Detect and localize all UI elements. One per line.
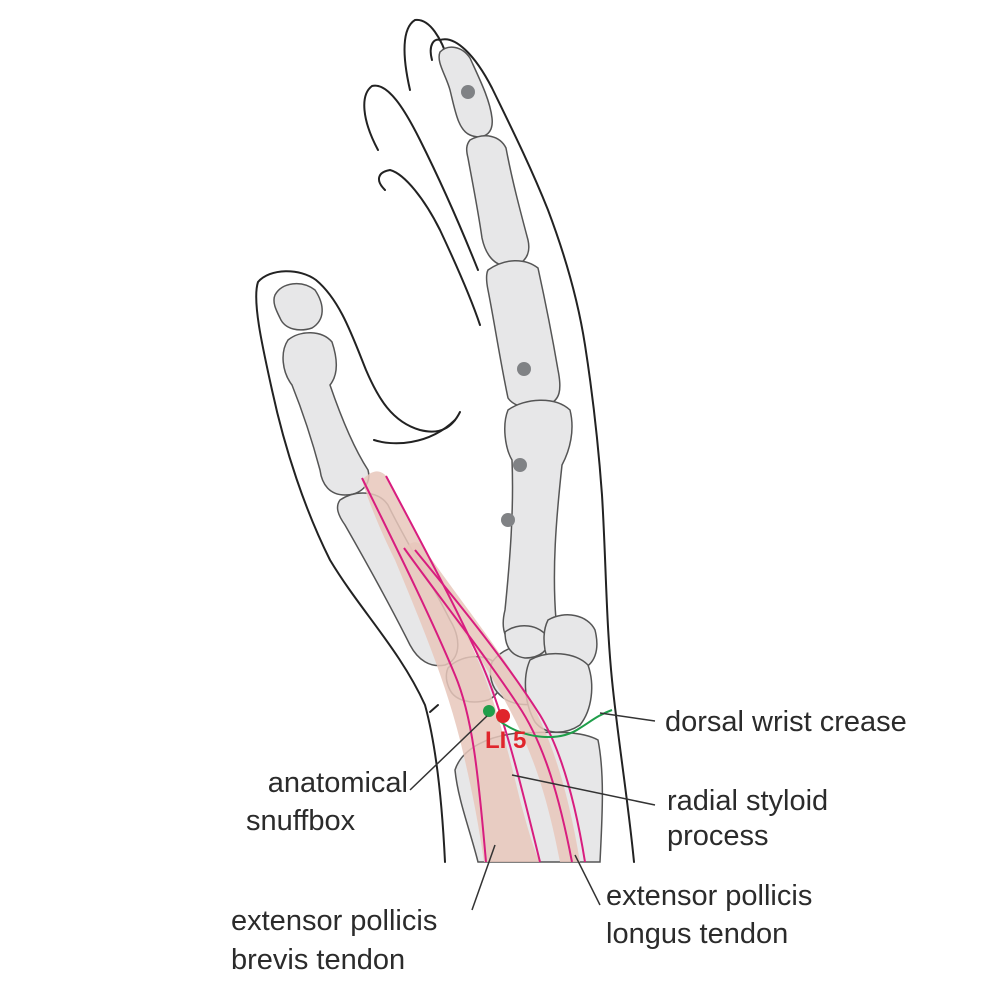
epl-tendon-edge-inner <box>414 549 586 863</box>
dorsal-wrist-crease-line <box>497 709 613 738</box>
anatomical-snuffbox-marker <box>483 705 495 717</box>
index-finger-inner-outline <box>429 38 441 61</box>
leader-radial-styloid <box>511 774 656 806</box>
label-snuffbox-2: snuffbox <box>246 805 356 837</box>
label-radial-styloid-1: radial styloid <box>667 785 828 817</box>
finger-outline-2 <box>363 84 479 271</box>
li5-point-marker <box>496 709 510 723</box>
label-epl-2: longus tendon <box>606 918 788 950</box>
finger-outline-1 <box>403 18 449 91</box>
wrist-tick <box>429 704 439 713</box>
label-snuffbox-1: anatomical <box>268 767 408 799</box>
acupoint-dots <box>461 85 531 527</box>
epb-tendon-edge-inner <box>385 475 541 863</box>
thumb-outline <box>255 270 461 863</box>
acupoint-dot-2 <box>517 362 531 376</box>
acupoint-dot-1 <box>461 85 475 99</box>
leader-epb <box>471 844 496 911</box>
leader-snuffbox <box>409 715 488 791</box>
thumb-proximal-phalanx <box>282 332 370 496</box>
trapezoid-bone <box>504 625 549 659</box>
leader-dorsal-wrist-crease <box>599 712 656 722</box>
leader-epl <box>574 854 601 906</box>
index-finger-outline <box>439 38 635 863</box>
label-epl-1: extensor pollicis <box>606 880 812 912</box>
finger-outline-3 <box>378 169 481 326</box>
label-epb-1: extensor pollicis <box>231 905 437 937</box>
index-metacarpal <box>502 399 573 652</box>
label-epb-2: brevis tendon <box>231 944 405 976</box>
epb-tendon-edge-outer <box>361 477 487 863</box>
index-middle-phalanx <box>465 135 530 267</box>
thumb-distal-phalanx <box>273 283 323 331</box>
li5-point-label: LI 5 <box>485 727 526 754</box>
acupoint-dot-3 <box>513 458 527 472</box>
label-dorsal-wrist-crease: dorsal wrist crease <box>665 706 907 738</box>
thumb-web-outline <box>373 419 456 445</box>
index-proximal-phalanx <box>485 260 561 409</box>
hand-outline <box>255 18 635 863</box>
label-radial-styloid-2: process <box>667 820 769 852</box>
tendons <box>361 471 586 863</box>
leader-lines <box>409 712 656 911</box>
acupoint-dot-4 <box>501 513 515 527</box>
epl-tendon-edge-outer <box>403 547 573 863</box>
